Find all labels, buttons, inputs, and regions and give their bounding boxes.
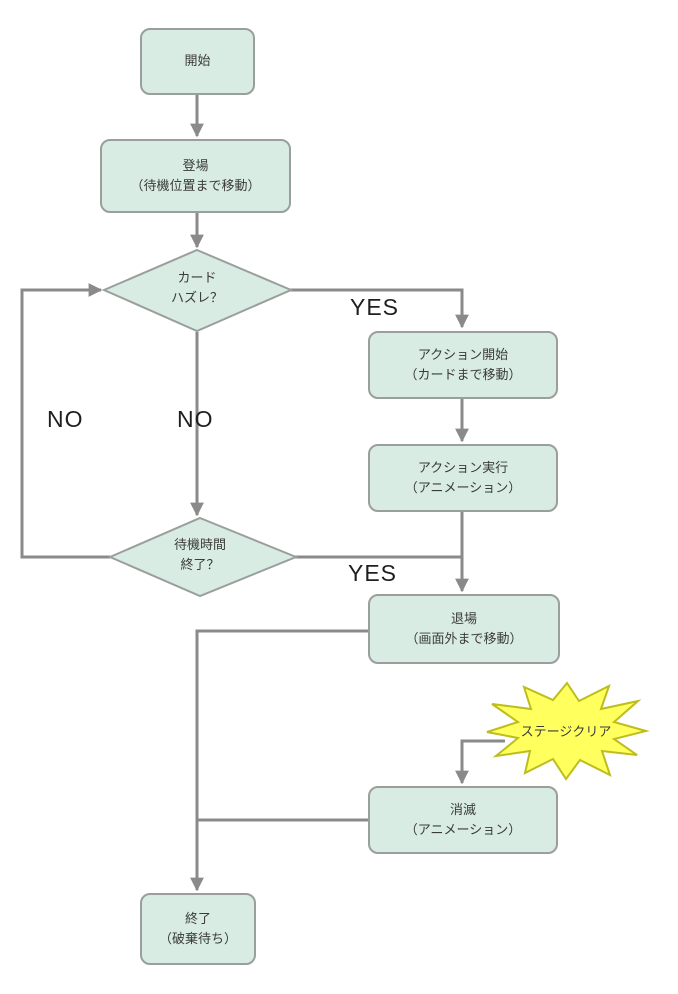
exit-node: 退場 （画面外まで移動） xyxy=(368,594,560,664)
entrance-node-line2: （待機位置まで移動） xyxy=(130,178,261,193)
vanish-node-line1: 消滅 xyxy=(449,801,476,817)
vanish-node-line2: （アニメーション） xyxy=(404,822,522,837)
action-exec-node-line1: アクション実行 xyxy=(417,459,509,475)
stage-clear-label: ステージクリア xyxy=(506,722,626,742)
wait-decision-line1: 待機時間 xyxy=(173,537,226,552)
branch-label-yes-top: YES xyxy=(350,294,400,320)
entrance-node: 登場 （待機位置まで移動） xyxy=(100,139,291,213)
start-node-label: 開始 xyxy=(184,53,211,69)
action-exec-node-line2: （アニメーション） xyxy=(404,480,522,495)
action-start-node-line1: アクション開始 xyxy=(417,346,509,362)
end-node: 終了 （破棄待ち） xyxy=(140,893,256,965)
card-decision-label: カード ハズレ？ xyxy=(137,268,257,308)
exit-node-line1: 退場 xyxy=(450,610,477,626)
exit-node-line2: （画面外まで移動） xyxy=(405,631,523,646)
vanish-node: 消滅 （アニメーション） xyxy=(368,786,558,854)
card-decision-line2: ハズレ？ xyxy=(170,290,223,306)
branch-label-yes-bottom: YES xyxy=(348,560,398,586)
stage-clear-burst xyxy=(486,681,650,781)
wait-decision-label: 待機時間 終了？ xyxy=(140,535,260,575)
start-node: 開始 xyxy=(140,28,255,95)
edge-exit-to-end xyxy=(190,629,368,892)
action-exec-node: アクション実行 （アニメーション） xyxy=(368,444,558,512)
card-decision-diamond xyxy=(101,248,294,333)
wait-decision-line2: 終了？ xyxy=(180,557,220,573)
branch-label-no-left: NO xyxy=(47,406,84,432)
wait-decision-diamond xyxy=(107,516,299,598)
edge-stage-clear-to-vanish xyxy=(455,739,505,785)
stage-clear-text: ステージクリア xyxy=(520,724,612,739)
end-node-line1: 終了 xyxy=(184,910,211,926)
entrance-node-line1: 登場 xyxy=(182,157,209,173)
edge-wait-decision-no-loop-to-card-decision xyxy=(20,283,110,559)
action-start-node: アクション開始 （カードまで移動） xyxy=(368,331,558,399)
branch-label-no-center: NO xyxy=(177,406,214,432)
edge-card-decision-yes-to-action-start xyxy=(290,288,469,329)
end-node-line2: （破棄待ち） xyxy=(158,931,237,946)
card-decision-line1: カード xyxy=(177,270,217,285)
action-start-node-line2: （カードまで移動） xyxy=(404,367,522,382)
